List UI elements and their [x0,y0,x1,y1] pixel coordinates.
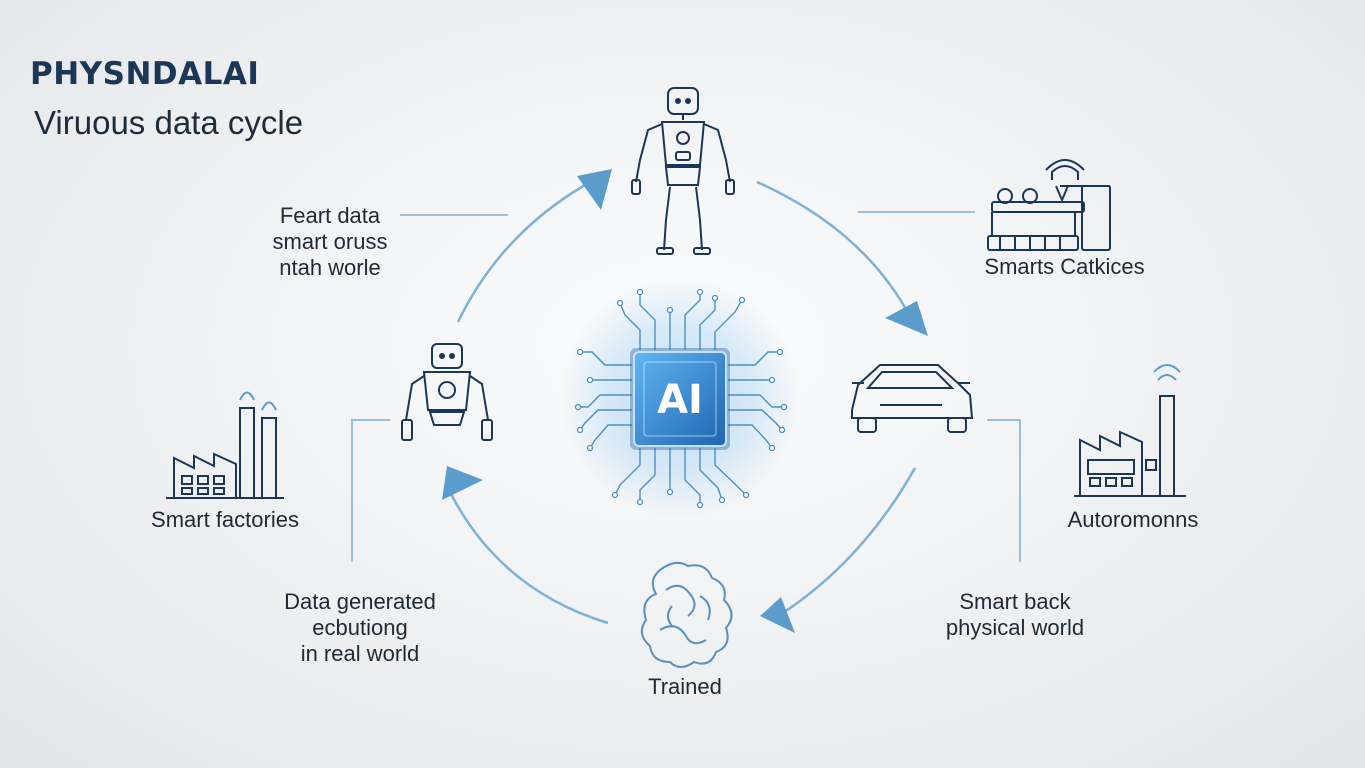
label-top-left: Feart data smart oruss ntah worle [250,203,410,281]
label-bottom-right-line-1: Smart back [959,589,1071,614]
label-top-left-line-1: Feart data [279,203,381,228]
arrowhead-right [885,301,928,336]
arc-bottom-to-left [448,491,609,625]
arc-top-to-right [756,180,914,321]
label-top-right: Smarts Catkices [984,254,1145,279]
circuit-nodes [574,288,788,509]
label-bottom-right: Smart back physical world [930,589,1100,641]
label-bottom-left-line-1: Data generated [284,589,436,614]
factory-icon-left [166,391,284,499]
arc-right-to-bottom [774,467,917,620]
circuit-traces [578,292,784,505]
cycle-arrows [448,180,917,625]
label-bottom-left: Data generated ecbutiong in real world [265,589,455,667]
connector-left [351,419,390,562]
brain-icon [640,561,733,668]
label-top-left-line-3: ntah worle [279,255,381,280]
arc-left-to-top [456,183,586,323]
ai-chip-icon: AI [560,278,800,518]
factory-icon-right [1074,364,1186,497]
robot-icon [401,343,493,441]
brand-title: PHYSNDALAI [30,56,260,92]
label-left: Smart factories [151,507,299,532]
car-icon [851,364,974,433]
connector-right [987,419,1021,562]
label-right: Autoromonns [1067,507,1199,532]
conveyor-machine-icon [987,159,1111,251]
label-bottom: Trained [648,674,722,699]
label-top-left-line-2: smart oruss [272,229,388,254]
page-subtitle: Viruous data cycle [34,104,304,141]
arrowhead-bottom [760,597,795,633]
humanoid-robot-icon [631,87,735,255]
arrowheads [442,169,928,633]
ai-chip-label: AI [657,377,703,423]
label-bottom-right-line-2: physical world [945,615,1085,640]
label-bottom-left-line-2: ecbutiong [312,615,408,640]
connector-lines [351,211,1021,562]
label-bottom-left-line-3: in real world [300,641,420,666]
arrowhead-top [577,169,612,210]
arrowhead-left [442,466,483,500]
